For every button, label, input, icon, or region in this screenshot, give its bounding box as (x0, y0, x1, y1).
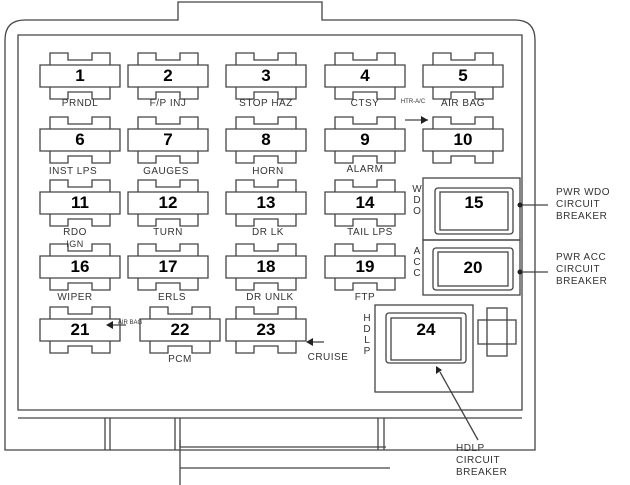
breaker-24: 24 (416, 320, 436, 339)
fuse-2-label: F/P INJ (149, 98, 187, 109)
fuse-18-label: DR UNLK (246, 292, 294, 303)
fuse-3-number: 3 (261, 66, 271, 85)
fuse-13-shape (225, 179, 307, 227)
pwr-wdo-callout: PWR WDO CIRCUIT BREAKER (556, 187, 611, 222)
fuse-8-shape (225, 116, 307, 164)
fuse-14-label: TAIL LPS (347, 227, 393, 238)
fuse-4-number: 4 (360, 66, 370, 85)
fuse-12-shape (127, 179, 209, 227)
fuse-5-shape (422, 52, 504, 100)
fuse-17-label: ERLS (157, 292, 187, 303)
connector-lead (179, 450, 390, 485)
fuse-21-shape (39, 306, 121, 354)
ign-label: IGN (66, 239, 84, 249)
fuse-16-number: 16 (70, 257, 90, 276)
fuse-7-number: 7 (163, 130, 173, 149)
fuse-7-label: GAUGES (143, 166, 189, 177)
fuse-6-shape (39, 116, 121, 164)
acc-side-label: ACC (413, 246, 421, 279)
fuse-19-number: 19 (355, 257, 375, 276)
fuse-11-shape (39, 179, 121, 227)
fuse-4-shape (324, 52, 406, 100)
fuse-22-number: 22 (170, 320, 190, 339)
fuse-21-number: 21 (70, 320, 90, 339)
fuse-8-label: HORN (252, 166, 284, 177)
fuse-13-label: DR LK (252, 227, 284, 238)
fuse-9-label: ALARM (346, 164, 384, 175)
fuse-10-number: 10 (453, 130, 473, 149)
fuse-11-number: 11 (71, 193, 89, 212)
fuse-3-label: STOP HAZ (239, 98, 293, 109)
fuse-7-shape (127, 116, 209, 164)
fuse-17-shape (127, 243, 209, 291)
fuse-2-number: 2 (163, 66, 173, 85)
fuse-1-number: 1 (75, 66, 85, 85)
fuse-6-number: 6 (75, 130, 85, 149)
outer-frame (4, 1, 536, 451)
air-bag-small-label: AIR BAG (117, 320, 143, 326)
fuse-13-number: 13 (256, 193, 276, 212)
fuse-3-shape (225, 52, 307, 100)
fuse-12-label: TURN (153, 227, 183, 238)
fuse-17-number: 17 (158, 257, 178, 276)
fuse-1-shape (39, 52, 121, 100)
fuse-23-number: 23 (256, 320, 276, 339)
fuse-8-number: 8 (261, 130, 271, 149)
fuse-12-number: 12 (158, 193, 178, 212)
inner-frame (17, 34, 523, 411)
breaker-15: 15 (464, 193, 484, 212)
fuse-14-shape (324, 179, 406, 227)
fuse-5-label: AIR BAG (440, 98, 486, 109)
hdlp-callout: HDLP CIRCUIT BREAKER (456, 443, 508, 478)
fuse-2-shape (127, 52, 209, 100)
pwr-acc-callout: PWR ACC CIRCUIT BREAKER (556, 252, 608, 287)
fuse-16-label: WIPER (57, 292, 93, 303)
fuse-19-label: FTP (354, 292, 376, 303)
fuse-16-shape (39, 243, 121, 291)
fuse-11-label: RDO (63, 227, 87, 238)
fuse-5-number: 5 (458, 66, 468, 85)
fuse-6-label: INST LPS (48, 166, 98, 177)
fuse-9-shape (324, 116, 406, 164)
fuse-18-shape (225, 243, 307, 291)
fuse-22-shape (139, 306, 221, 354)
wdo-side-label: WDO (412, 184, 422, 217)
fuse-19-shape (324, 243, 406, 291)
fuse-10-shape (422, 116, 504, 164)
breaker-20: 20 (463, 258, 483, 277)
fuse-23-shape (225, 306, 307, 354)
fuse-1-label: PRNDL (61, 98, 99, 109)
fuse-23-label: CRUISE (307, 352, 349, 363)
fuse-9-number: 9 (360, 130, 370, 149)
fuse-14-number: 14 (355, 193, 375, 212)
fuse-18-number: 18 (256, 257, 276, 276)
fuse-4-label: CTSY (350, 98, 380, 109)
hdlp-side-label: HDLP (363, 313, 371, 357)
htr-ac-label: HTR-A/C (400, 99, 426, 105)
fuse-22-label: PCM (168, 354, 192, 365)
